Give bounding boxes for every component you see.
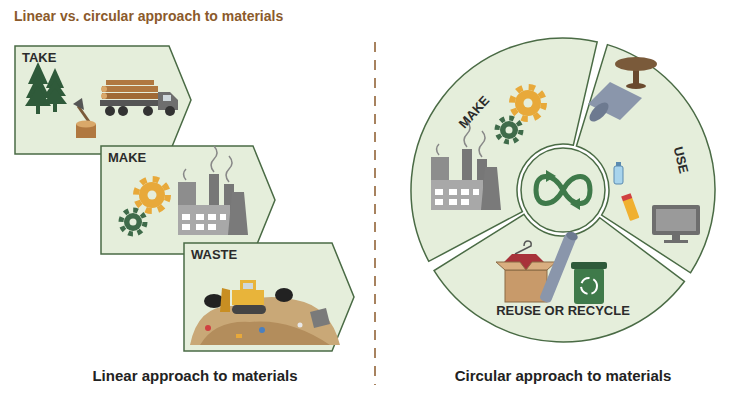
step-label: TAKE bbox=[22, 51, 56, 64]
product-icons bbox=[623, 197, 640, 221]
take-step: TAKE bbox=[14, 45, 192, 155]
log-truck-icon bbox=[165, 106, 175, 116]
bulldozer-icon bbox=[220, 280, 266, 314]
rug-table-icon bbox=[626, 83, 646, 89]
divider-line bbox=[374, 42, 376, 385]
tree-icon bbox=[36, 104, 40, 114]
bulldozer-icon bbox=[243, 283, 253, 289]
reuse-icons bbox=[565, 230, 579, 242]
step-label: WASTE bbox=[191, 248, 237, 261]
hub-icon bbox=[570, 198, 580, 210]
reuse-icons bbox=[505, 270, 547, 302]
stump-axe-icon bbox=[73, 98, 84, 110]
gear-icon bbox=[121, 179, 168, 234]
landfill-icon bbox=[205, 325, 211, 331]
log-truck-icon bbox=[102, 93, 158, 99]
log-truck-icon bbox=[102, 86, 158, 92]
waste-step: WASTE bbox=[183, 242, 355, 352]
chevron-shape bbox=[101, 146, 275, 254]
reuse-icons bbox=[581, 278, 597, 294]
reuse-icons bbox=[574, 268, 604, 304]
bulldozer-icon bbox=[220, 288, 230, 312]
bulldozer-icon bbox=[240, 280, 256, 292]
stump-axe-icon bbox=[76, 124, 96, 138]
tree-icon bbox=[25, 62, 67, 114]
landfill-icon bbox=[236, 334, 242, 338]
product-icons bbox=[614, 162, 700, 243]
tree-icon bbox=[25, 86, 51, 106]
rug-table-icon bbox=[586, 57, 657, 125]
landfill-icon bbox=[204, 294, 224, 308]
hub-icon bbox=[521, 148, 605, 232]
product-icons bbox=[652, 205, 700, 235]
product-icons bbox=[616, 162, 621, 166]
node-outline bbox=[411, 38, 715, 342]
panel-caption: Linear approach to materials bbox=[92, 367, 297, 384]
landfill-icon bbox=[259, 327, 265, 333]
step-label: MAKE bbox=[108, 151, 146, 164]
tree-icon bbox=[43, 88, 67, 104]
log-truck-icon bbox=[101, 93, 107, 99]
reuse-icons bbox=[496, 262, 526, 270]
tree-icon bbox=[44, 80, 66, 96]
reuse-icons bbox=[504, 254, 544, 280]
stump-axe-icon bbox=[76, 121, 96, 128]
bulldozer-icon bbox=[232, 305, 266, 314]
hub-icon bbox=[546, 170, 556, 182]
ring-segment bbox=[434, 214, 684, 342]
log-truck-icon bbox=[143, 106, 153, 116]
reuse-segment: REUSE OR RECYCLE bbox=[411, 38, 715, 342]
log-truck-icon bbox=[105, 106, 115, 116]
bulldozer-icon bbox=[232, 290, 264, 305]
landfill-icon bbox=[200, 321, 330, 345]
factory-icon bbox=[431, 121, 501, 210]
log-truck-icon bbox=[106, 80, 154, 85]
product-icons bbox=[621, 193, 632, 201]
reuse-icons bbox=[526, 262, 556, 270]
tree-icon bbox=[28, 62, 48, 84]
hub-icon bbox=[536, 177, 590, 204]
log-truck-icon bbox=[100, 80, 178, 116]
hub-icon bbox=[521, 148, 605, 232]
factory-icon bbox=[178, 146, 248, 235]
tree-icon bbox=[26, 74, 50, 98]
tree-icon bbox=[46, 68, 64, 88]
product-icons bbox=[656, 209, 696, 231]
landfill-icon bbox=[310, 308, 330, 328]
chevron-shape bbox=[184, 243, 354, 351]
rug-table-icon bbox=[586, 99, 611, 124]
log-truck-icon bbox=[158, 92, 178, 110]
stump-axe-icon bbox=[73, 98, 96, 138]
gear-icon bbox=[497, 87, 544, 142]
chevron-shape bbox=[15, 46, 191, 154]
landfill-icon bbox=[190, 297, 340, 345]
stump-axe-icon bbox=[78, 106, 92, 126]
log-truck-icon bbox=[118, 106, 128, 116]
diagram-title: Linear vs. circular approach to material… bbox=[14, 8, 283, 24]
log-truck-icon bbox=[100, 100, 160, 106]
rug-table-icon bbox=[588, 82, 642, 120]
rug-table-icon bbox=[615, 57, 657, 71]
log-truck-icon bbox=[163, 95, 171, 101]
make-step: MAKE bbox=[100, 145, 276, 255]
tree-icon bbox=[53, 100, 57, 112]
product-icons bbox=[672, 235, 680, 240]
rug-table-icon bbox=[633, 66, 639, 86]
reuse-icons bbox=[515, 241, 531, 254]
landfill-icon bbox=[298, 323, 303, 328]
log-truck-icon bbox=[101, 86, 107, 92]
product-icons bbox=[664, 240, 688, 243]
panel-caption: Circular approach to materials bbox=[455, 367, 672, 384]
landfill-icon bbox=[275, 288, 293, 302]
product-icons bbox=[614, 166, 623, 184]
step-label: REUSE OR RECYCLE bbox=[496, 304, 630, 317]
landfill-icon bbox=[190, 288, 340, 345]
reuse-icons bbox=[496, 230, 607, 304]
reuse-icons bbox=[571, 262, 607, 269]
reuse-icons bbox=[539, 232, 577, 303]
